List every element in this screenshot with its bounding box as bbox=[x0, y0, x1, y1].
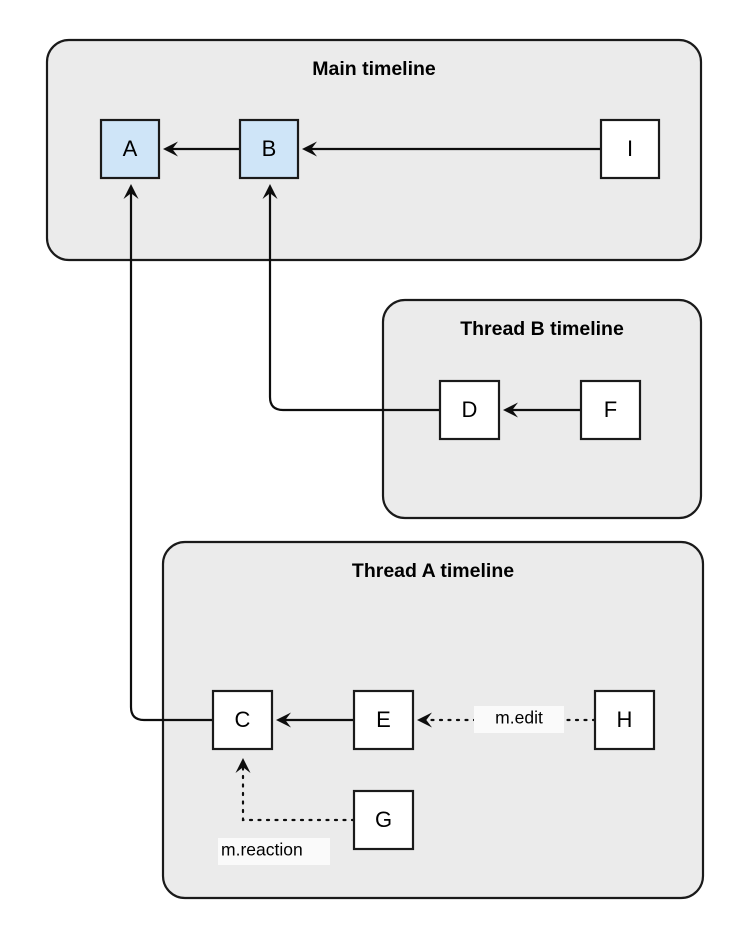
nodes-layer: A B I D F C E H G bbox=[99, 118, 661, 851]
timeline-group-title-threadB: Thread B timeline bbox=[460, 318, 624, 340]
arrowhead bbox=[503, 402, 518, 418]
arrowhead bbox=[163, 141, 178, 157]
edge-G-C bbox=[235, 758, 356, 822]
event-node-box-G[interactable] bbox=[352, 789, 415, 851]
event-node-G[interactable]: G bbox=[352, 789, 415, 851]
timeline-group-title-threadA: Thread A timeline bbox=[352, 560, 514, 582]
event-node-box-C[interactable] bbox=[211, 689, 274, 751]
edge-line-G-C bbox=[241, 766, 356, 822]
event-node-label-I: I bbox=[627, 136, 633, 161]
arrowhead bbox=[302, 141, 317, 157]
edge-labels-layer: m.edit m.reaction bbox=[218, 706, 564, 865]
event-node-B[interactable]: B bbox=[238, 118, 300, 180]
arrowhead bbox=[417, 712, 432, 728]
event-node-box-I[interactable] bbox=[599, 118, 661, 180]
event-node-label-F: F bbox=[604, 397, 617, 422]
event-node-box-A[interactable] bbox=[99, 118, 161, 180]
arrowhead bbox=[123, 184, 139, 199]
event-node-H[interactable]: H bbox=[593, 689, 656, 751]
timeline-group-title-main: Main timeline bbox=[312, 58, 436, 80]
event-node-box-E[interactable] bbox=[352, 689, 415, 751]
event-node-D[interactable]: D bbox=[438, 379, 501, 441]
edge-line-D-B bbox=[268, 191, 440, 412]
event-node-label-D: D bbox=[462, 397, 478, 422]
edge-label-backdrop-G-C bbox=[218, 838, 330, 865]
event-node-box-H[interactable] bbox=[593, 689, 656, 751]
arrowhead bbox=[276, 712, 291, 728]
edge-label-backdrop-H-E bbox=[474, 706, 564, 733]
edge-D-B bbox=[262, 184, 440, 412]
edges-layer bbox=[123, 141, 601, 822]
event-node-label-E: E bbox=[376, 707, 391, 732]
edge-C-A bbox=[123, 184, 213, 722]
event-node-label-A: A bbox=[123, 136, 138, 161]
edge-F-D bbox=[503, 402, 581, 418]
edge-line-C-A bbox=[129, 191, 213, 722]
event-node-box-D[interactable] bbox=[438, 379, 501, 441]
arrowhead bbox=[262, 184, 278, 199]
edge-E-C bbox=[276, 712, 354, 728]
event-node-label-G: G bbox=[375, 807, 392, 832]
event-node-label-B: B bbox=[262, 136, 277, 161]
event-node-box-B[interactable] bbox=[238, 118, 300, 180]
event-node-A[interactable]: A bbox=[99, 118, 161, 180]
arrowhead bbox=[235, 758, 251, 773]
event-node-C[interactable]: C bbox=[211, 689, 274, 751]
edge-label-group-H-E: m.edit bbox=[474, 706, 564, 733]
event-node-I[interactable]: I bbox=[599, 118, 661, 180]
edge-B-A bbox=[163, 141, 240, 157]
edge-label-H-E: m.edit bbox=[495, 708, 543, 728]
event-node-E[interactable]: E bbox=[352, 689, 415, 751]
edge-label-group-G-C: m.reaction bbox=[218, 838, 330, 865]
event-node-label-H: H bbox=[617, 707, 633, 732]
edge-I-B bbox=[302, 141, 601, 157]
event-node-box-F[interactable] bbox=[579, 379, 642, 441]
event-node-F[interactable]: F bbox=[579, 379, 642, 441]
event-node-label-C: C bbox=[235, 707, 251, 732]
edge-label-G-C: m.reaction bbox=[221, 840, 303, 860]
